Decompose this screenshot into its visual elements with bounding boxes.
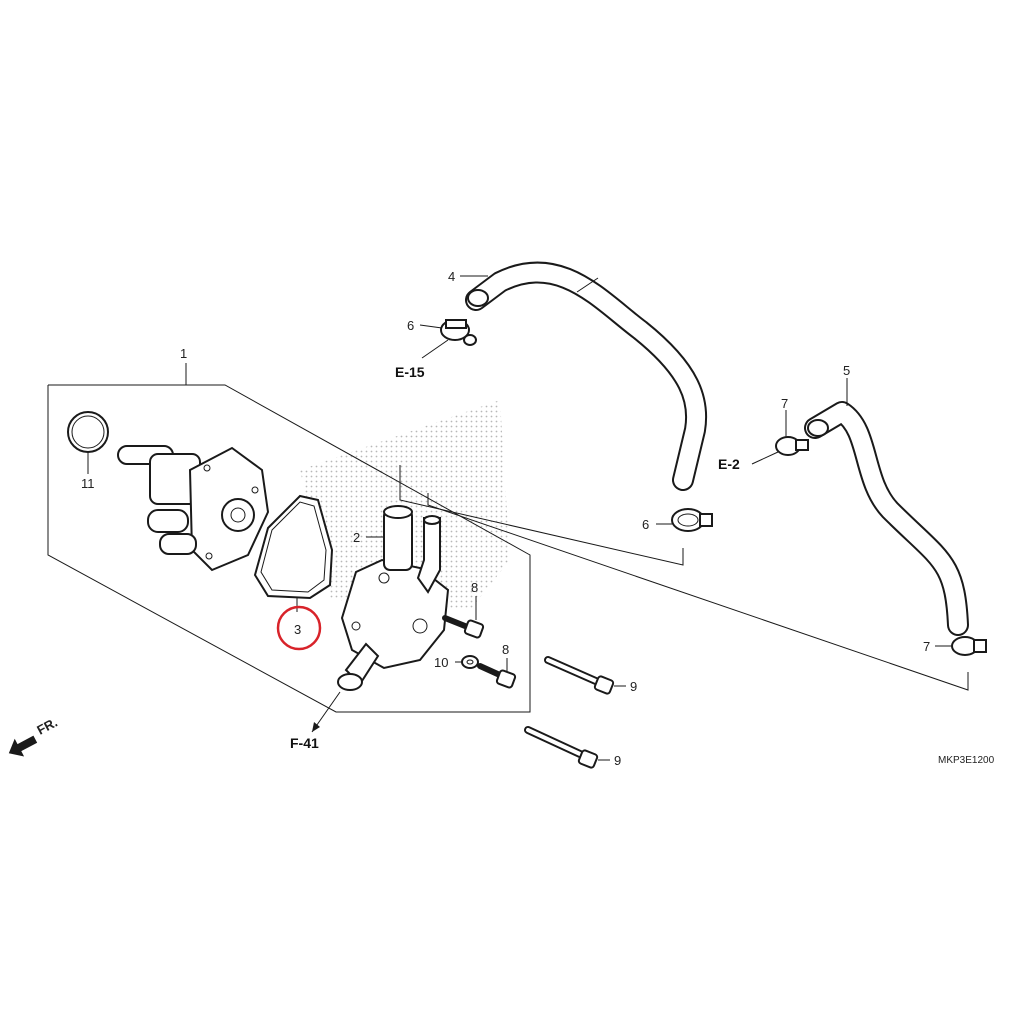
assembly-outline <box>47 384 531 713</box>
callout-8a: 8 <box>471 580 478 595</box>
leader-hose-line-a <box>399 465 684 566</box>
callout-3: 3 <box>294 622 301 637</box>
hose-part-4[interactable] <box>465 261 708 491</box>
diagram-code: MKP3E1200 <box>938 755 995 766</box>
hose-clamp-part-7-top[interactable] <box>775 436 809 456</box>
hose-part-5[interactable] <box>804 401 969 636</box>
reference-e15: E-15 <box>395 364 425 380</box>
hose-clamp-part-6-top[interactable] <box>440 319 477 346</box>
bolt-part-9-a[interactable] <box>544 656 615 695</box>
o-ring-part-11[interactable] <box>67 411 109 453</box>
dotted-shading <box>300 400 510 610</box>
washer-part-10[interactable] <box>461 655 479 669</box>
callout-11: 11 <box>81 476 95 491</box>
callout-1: 1 <box>180 346 187 361</box>
callout-10: 10 <box>434 655 448 670</box>
callout-5: 5 <box>843 363 850 378</box>
bolt-part-9-b[interactable] <box>524 726 599 769</box>
highlight-ring <box>276 605 322 651</box>
front-arrow-icon <box>8 735 38 757</box>
gasket-part-3[interactable] <box>253 494 334 600</box>
callout-9a: 9 <box>630 679 637 694</box>
callout-6a: 6 <box>407 318 414 333</box>
callout-6b: 6 <box>642 517 649 532</box>
leader-e2 <box>751 451 779 465</box>
callout-8b: 8 <box>502 642 509 657</box>
reference-f41: F-41 <box>290 735 319 751</box>
callout-4: 4 <box>448 269 455 284</box>
callout-leader-6a <box>419 324 443 329</box>
bolt-part-8-b[interactable] <box>477 663 517 689</box>
bolt-part-8-a[interactable] <box>442 615 485 639</box>
leader-hose-line-b <box>427 493 969 691</box>
reference-e2: E-2 <box>718 456 740 472</box>
callout-7a: 7 <box>781 396 788 411</box>
water-pump-part-1[interactable] <box>117 445 270 572</box>
callout-2: 2 <box>353 530 360 545</box>
hose-clamp-part-6-bottom[interactable] <box>671 508 713 532</box>
pump-cover-part-2[interactable] <box>337 505 450 691</box>
leader-e15 <box>421 339 449 359</box>
callout-7b: 7 <box>923 639 930 654</box>
leader-f41-arrowhead <box>312 722 320 732</box>
gasket-inner-edge <box>260 501 327 593</box>
callout-9b: 9 <box>614 753 621 768</box>
hose-clamp-part-7-bottom[interactable] <box>951 636 987 656</box>
front-indicator-label: FR. <box>34 715 60 738</box>
